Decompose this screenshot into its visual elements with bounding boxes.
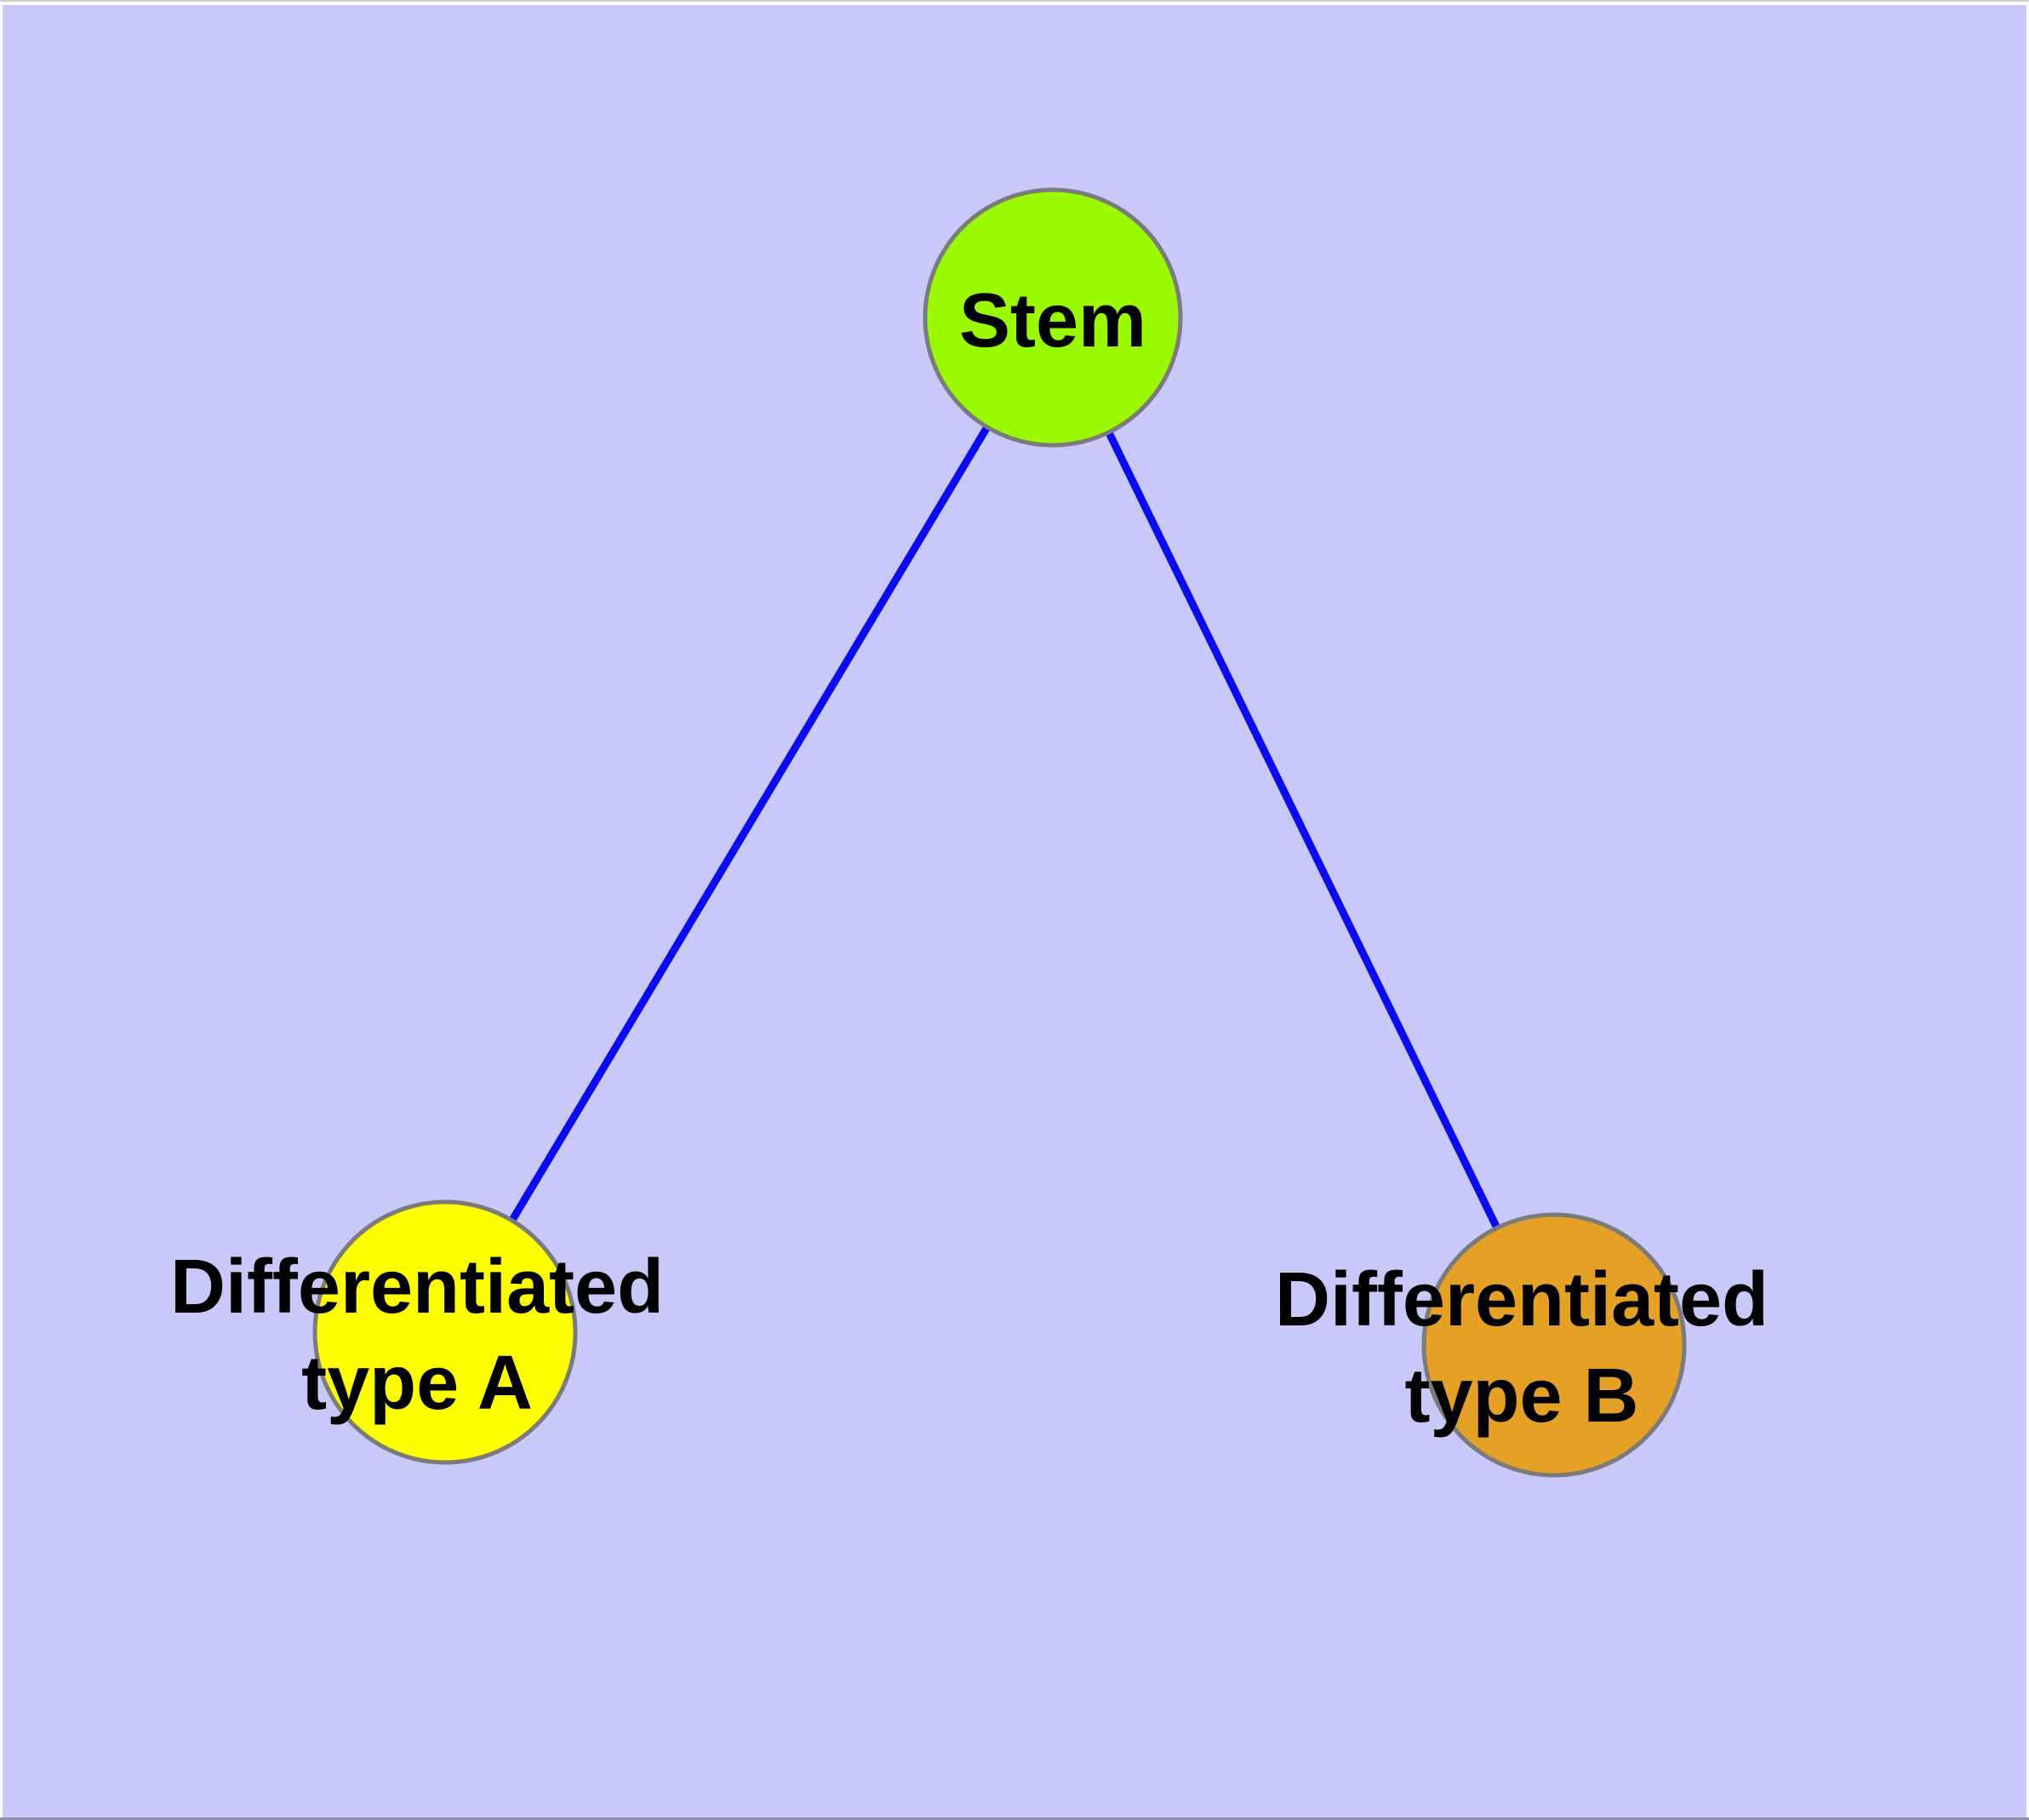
node-differentiated-type-a-label-line-2: type A [301,1341,533,1426]
node-differentiated-type-b-label-line-1: Differentiated [1275,1257,1769,1342]
edge-stem-to-differentiated-type-b [1049,316,1558,1347]
node-stem-label-line-1: Stem [959,278,1146,363]
node-differentiated-type-a-label: Differentiated type A [170,1245,664,1426]
node-stem-label: Stem [959,278,1146,363]
node-differentiated-type-a-label-line-1: Differentiated [170,1245,664,1330]
bottom-frame-hairline [0,1817,2029,1820]
edge-stem-to-differentiated-type-a [442,315,1056,1335]
node-differentiated-type-b-label: Differentiated type B [1275,1257,1769,1439]
node-differentiated-type-a-circle [312,1199,578,1465]
node-stem-circle [923,187,1183,448]
node-differentiated-type-b-circle [1421,1212,1687,1478]
top-frame-hairline [0,0,2029,2]
node-differentiated-type-b-label-line-2: type B [1404,1354,1638,1439]
